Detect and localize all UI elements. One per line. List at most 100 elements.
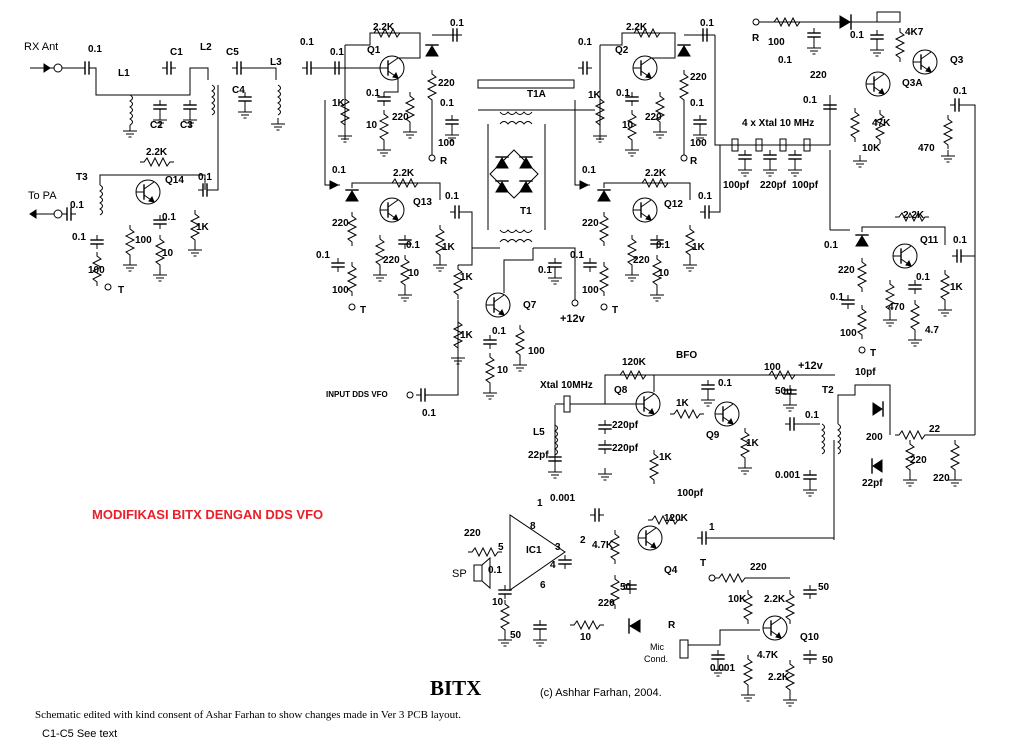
component-label-l110: Q8	[614, 385, 628, 396]
component-label-l68: 0.1	[445, 191, 459, 202]
component-label-l96: 0.1	[916, 272, 930, 283]
component-label-l32: 220	[645, 112, 662, 123]
component-label-l45: 0.1	[803, 95, 817, 106]
component-label-l101: 1K	[460, 272, 473, 283]
component-label-l123: 10pf	[855, 367, 876, 378]
component-label-l127: 220	[910, 455, 927, 466]
component-label-l94: 0.1	[830, 292, 844, 303]
component-label-l109: 120K	[622, 357, 646, 368]
credit-line: (c) Ashhar Farhan, 2004.	[540, 687, 662, 699]
component-label-l95: 1K	[950, 282, 963, 293]
component-label-l52: 100pf	[792, 180, 819, 191]
component-label-l81: 220	[582, 218, 599, 229]
component-label-l149: Q4	[664, 565, 678, 576]
component-label-l86: 10	[658, 268, 670, 279]
component-label-l38: 100	[768, 37, 785, 48]
component-label-l51: 220pf	[760, 180, 787, 191]
component-label-l143: 50	[510, 630, 522, 641]
component-label-l65: 0.1	[332, 165, 346, 176]
component-label-l15: 1K	[332, 98, 345, 109]
component-label-l90: 2.2K	[903, 210, 925, 221]
component-label-l138: 2	[580, 535, 586, 546]
component-label-l121: 1K	[659, 452, 672, 463]
component-label-l113: 1K	[676, 398, 689, 409]
component-label-l30: 0.1	[616, 88, 630, 99]
supply-label-1: +12v	[560, 313, 585, 325]
component-label-l47: 10K	[862, 143, 881, 154]
component-label-l24: T1	[520, 206, 532, 217]
component-label-l69: 220	[332, 218, 349, 229]
component-label-l8: C2	[150, 120, 163, 131]
component-label-l141: 0.1	[488, 565, 502, 576]
component-label-l134: 8	[530, 521, 536, 532]
component-label-l74: 10	[408, 268, 420, 279]
component-label-l61: 1K	[196, 222, 209, 233]
component-label-l36: R	[690, 156, 698, 167]
component-label-l14: Q1	[367, 45, 381, 56]
component-label-l40: 0.1	[778, 55, 792, 66]
component-label-l29: 1K	[588, 90, 601, 101]
component-label-l83: 0.1	[570, 250, 584, 261]
component-label-l37: R	[752, 33, 760, 44]
q12-stage	[574, 100, 721, 311]
component-label-l4: C5	[226, 47, 239, 58]
component-label-l21: 100	[438, 138, 455, 149]
component-label-l76: T	[360, 305, 367, 316]
rx-input-filter	[30, 61, 345, 138]
component-label-l33: 10	[622, 120, 634, 131]
component-label-l6: L3	[270, 57, 282, 68]
component-label-l102: Q7	[523, 300, 537, 311]
component-label-l7: C4	[232, 85, 245, 96]
ic1-opamp	[509, 514, 566, 591]
speaker-label: SP	[452, 568, 467, 580]
component-label-l75: 100	[332, 285, 349, 296]
mic-icon	[679, 639, 689, 659]
component-label-l157: 50	[818, 582, 830, 593]
component-label-l122: 0.1	[805, 410, 819, 421]
component-label-l72: 220	[383, 255, 400, 266]
component-label-l49: 0.1	[953, 86, 967, 97]
speaker-icon	[473, 564, 483, 582]
component-label-l156: 2.2K	[764, 594, 786, 605]
component-label-l79: Q12	[664, 199, 683, 210]
component-label-l103: 1K	[460, 330, 473, 341]
component-label-l54: Q14	[165, 175, 184, 186]
component-label-l44: Q3A	[902, 78, 923, 89]
note-edited: Schematic edited with kind consent of As…	[35, 709, 461, 721]
component-label-l42: Q3	[950, 55, 964, 66]
mic-label-1: Mic	[650, 642, 664, 652]
bfo-label: BFO	[676, 350, 698, 361]
component-label-l53: 2.2K	[146, 147, 168, 158]
component-label-l25: 0.1	[578, 37, 592, 48]
component-label-l114: Q9	[706, 430, 720, 441]
component-label-l144: 10	[580, 632, 592, 643]
component-label-l147: 120K	[664, 513, 688, 524]
component-label-l18: 220	[392, 112, 409, 123]
q1-stage	[329, 28, 463, 162]
component-label-l71: 0.1	[316, 250, 330, 261]
component-label-l92: 0.1	[953, 235, 967, 246]
bfo	[547, 370, 975, 540]
modification-title: MODIFIKASI BITX DENGAN DDS VFO	[92, 507, 324, 522]
component-label-l31: 220	[690, 72, 707, 83]
component-label-l55: T3	[76, 172, 88, 183]
component-label-l97: 470	[888, 302, 905, 313]
component-label-l146: 100pf	[677, 488, 704, 499]
component-label-l20: 10	[366, 120, 378, 131]
component-label-l41: 4K7	[905, 27, 924, 38]
component-label-l57: 0.1	[198, 172, 212, 183]
component-label-l152: 220	[598, 598, 615, 609]
component-label-l84: 220	[633, 255, 650, 266]
mixer	[471, 79, 595, 307]
to-pa-label: To PA	[28, 190, 57, 202]
component-label-l154: 220	[750, 562, 767, 573]
component-label-l50: 100pf	[723, 180, 750, 191]
component-label-l151: 50	[620, 582, 632, 593]
component-label-l82: 1K	[692, 242, 705, 253]
component-label-l112: 100	[764, 362, 781, 373]
component-label-l128: 220	[933, 473, 950, 484]
component-label-l62: 0.1	[72, 232, 86, 243]
component-label-l161: 2.2K	[768, 672, 790, 683]
component-label-l35: 100	[690, 138, 707, 149]
